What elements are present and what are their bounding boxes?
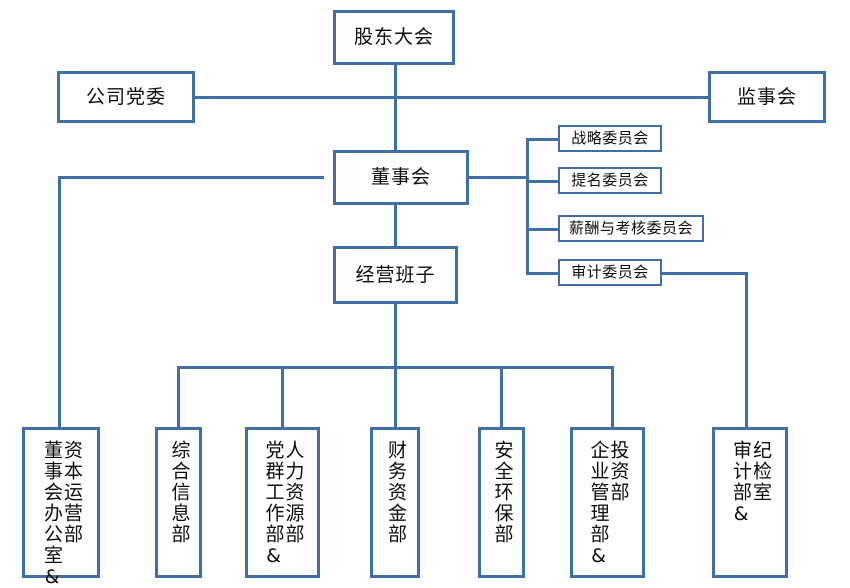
committee-label: 提名委员会 bbox=[571, 171, 649, 190]
connector-audit-committee-down bbox=[745, 272, 748, 429]
connector-committee-1 bbox=[526, 138, 560, 141]
department-human-resources-party-work[interactable]: 人力资源部 党群工作部& bbox=[245, 427, 320, 578]
department-label-line1: 综合信息部 bbox=[168, 440, 191, 545]
committee-label: 薪酬与考核委员会 bbox=[568, 219, 693, 238]
connector-department-drop-4 bbox=[500, 366, 503, 429]
department-discipline-inspection-audit[interactable]: 纪检室 审计部& bbox=[712, 427, 788, 578]
department-label-line1: 人力资源部 bbox=[282, 440, 305, 545]
vertical-text-wrap: 人力资源部 党群工作部& bbox=[248, 440, 317, 575]
connector-committee-3 bbox=[526, 228, 560, 231]
node-label: 股东大会 bbox=[353, 26, 434, 49]
connector-audit-committee-right bbox=[662, 272, 748, 275]
department-capital-operation-board-office[interactable]: 资本运营部 董事会办公室& bbox=[22, 427, 100, 588]
node-party-committee[interactable]: 公司党委 bbox=[57, 71, 195, 123]
node-management-team[interactable]: 经营班子 bbox=[333, 246, 458, 304]
node-label: 监事会 bbox=[736, 85, 797, 108]
connector-department-drop-5 bbox=[611, 366, 614, 429]
node-board-of-directors[interactable]: 董事会 bbox=[333, 150, 469, 205]
vertical-text-wrap: 财务资金部 bbox=[373, 440, 417, 575]
connector-management-to-bus bbox=[394, 304, 397, 368]
department-investment-enterprise-management[interactable]: 投资部 企业管理部& bbox=[570, 427, 645, 578]
vertical-text-wrap: 综合信息部 bbox=[158, 440, 199, 575]
vertical-text-wrap: 投资部 企业管理部& bbox=[573, 440, 642, 575]
department-label-line1: 安全环保部 bbox=[491, 440, 514, 545]
department-label-line2: 党群工作部& bbox=[262, 440, 285, 569]
vertical-text-wrap: 纪检室 审计部& bbox=[715, 440, 785, 575]
department-label-line2: 董事会办公室& bbox=[41, 440, 63, 588]
department-general-information[interactable]: 综合信息部 bbox=[155, 427, 202, 578]
connector-department-drop-1 bbox=[177, 366, 180, 429]
department-label-line2: 审计部& bbox=[730, 440, 752, 527]
connector-board-left bbox=[58, 176, 324, 179]
node-shareholders-meeting[interactable]: 股东大会 bbox=[333, 10, 455, 65]
department-label-line1: 财务资金部 bbox=[384, 440, 407, 545]
committee-bus bbox=[526, 138, 529, 274]
department-label-line1: 资本运营部 bbox=[60, 440, 83, 545]
committee-label: 战略委员会 bbox=[571, 129, 649, 148]
connector-board-to-committee-bus bbox=[467, 176, 529, 179]
department-label-line2: 企业管理部& bbox=[587, 440, 610, 569]
node-committee-strategy[interactable]: 战略委员会 bbox=[558, 125, 662, 152]
vertical-text-wrap: 安全环保部 bbox=[481, 440, 522, 575]
department-finance-funds[interactable]: 财务资金部 bbox=[370, 427, 420, 578]
node-label: 经营班子 bbox=[355, 263, 436, 286]
node-committee-audit[interactable]: 审计委员会 bbox=[558, 259, 662, 286]
node-label: 公司党委 bbox=[85, 85, 166, 108]
department-label-line1: 投资部 bbox=[607, 440, 630, 503]
committee-label: 审计委员会 bbox=[571, 263, 649, 282]
connector-department-drop-3 bbox=[394, 366, 397, 429]
vertical-text-wrap: 资本运营部 董事会办公室& bbox=[25, 440, 97, 588]
connector-committee-4 bbox=[526, 272, 560, 275]
department-label-line1: 纪检室 bbox=[749, 440, 772, 503]
connector-department-drop-2 bbox=[281, 366, 284, 429]
node-committee-nomination[interactable]: 提名委员会 bbox=[558, 167, 662, 194]
connector-board-left-down bbox=[58, 176, 61, 429]
node-supervisory-board[interactable]: 监事会 bbox=[708, 71, 826, 123]
connector-party-to-supervisory bbox=[194, 96, 710, 99]
connector-board-to-management bbox=[394, 204, 397, 246]
connector-shareholders-to-board bbox=[394, 64, 397, 178]
department-safety-environment[interactable]: 安全环保部 bbox=[478, 427, 525, 578]
node-committee-remuneration-assessment[interactable]: 薪酬与考核委员会 bbox=[558, 215, 704, 242]
connector-committee-2 bbox=[526, 180, 560, 183]
node-label: 董事会 bbox=[370, 166, 431, 189]
